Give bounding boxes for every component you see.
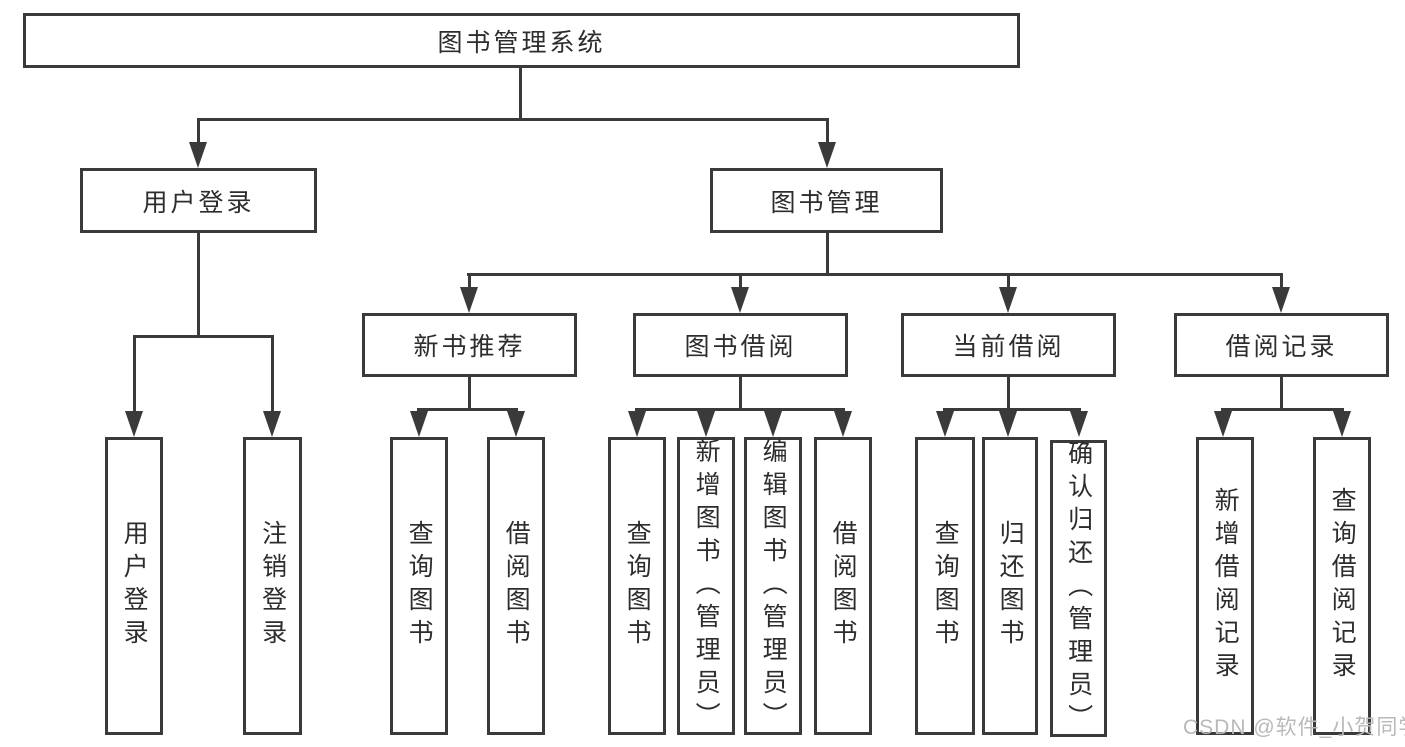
- node-book-management: 图书管理: [710, 168, 943, 233]
- connector-line: [739, 377, 742, 411]
- leaf-confirm-return-admin: 确认归还（管理员）: [1050, 440, 1107, 737]
- node-label: 借阅图书: [502, 520, 531, 652]
- arrow-down-icon: [1070, 411, 1088, 437]
- node-new-book-recommendation: 新书推荐: [362, 313, 577, 377]
- arrow-down-icon: [999, 411, 1017, 437]
- connector-line: [519, 68, 522, 118]
- csdn-watermark: CSDN @软件_小贺同学: [1183, 716, 1405, 739]
- connector-line: [133, 335, 274, 338]
- leaf-borrow-books: 借阅图书: [814, 437, 872, 735]
- leaf-logout: 注销登录: [243, 437, 302, 735]
- leaf-query-books-current: 查询图书: [915, 437, 975, 735]
- node-current-borrowing: 当前借阅: [901, 313, 1116, 377]
- arrow-down-icon: [764, 411, 782, 437]
- leaf-query-books-borrowing: 查询图书: [608, 437, 666, 735]
- arrow-down-icon: [1214, 411, 1232, 437]
- connector-line: [1007, 377, 1010, 411]
- connector-line: [826, 118, 829, 142]
- node-label: 借阅图书: [829, 520, 858, 652]
- node-label: 新书推荐: [413, 333, 526, 361]
- node-label: 图书管理系统: [437, 28, 606, 57]
- node-label: 确认归还（管理员）: [1064, 440, 1093, 737]
- connector-line: [1280, 273, 1283, 287]
- connector-line: [635, 408, 845, 411]
- leaf-add-borrow-record: 新增借阅记录: [1196, 437, 1254, 735]
- arrow-down-icon: [1272, 287, 1290, 313]
- leaf-query-books-recommend: 查询图书: [390, 437, 448, 735]
- node-label: 图书管理: [770, 188, 883, 217]
- node-label: 新增图书（管理员）: [692, 437, 721, 735]
- node-label: 用户登录: [120, 520, 149, 652]
- node-label: 查询图书: [405, 520, 434, 652]
- connector-line: [468, 377, 471, 411]
- leaf-user-login: 用户登录: [105, 437, 163, 735]
- leaf-borrow-books-recommend: 借阅图书: [487, 437, 545, 735]
- connector-line: [1280, 377, 1283, 411]
- arrow-down-icon: [1333, 411, 1351, 437]
- node-label: 图书借阅: [684, 333, 797, 361]
- leaf-add-books-admin: 新增图书（管理员）: [677, 437, 735, 735]
- arrow-down-icon: [818, 142, 836, 168]
- node-label: 查询图书: [623, 520, 652, 652]
- node-label: 归还图书: [996, 520, 1025, 652]
- connector-line: [1221, 408, 1344, 411]
- arrow-down-icon: [189, 142, 207, 168]
- connector-line: [417, 408, 518, 411]
- leaf-edit-books-admin: 编辑图书（管理员）: [744, 437, 802, 735]
- node-label: 查询图书: [931, 520, 960, 652]
- connector-line: [271, 335, 274, 411]
- connector-line: [197, 118, 829, 121]
- arrow-down-icon: [263, 411, 281, 437]
- node-library-management-system: 图书管理系统: [23, 13, 1020, 68]
- connector-line: [197, 233, 200, 335]
- node-book-borrowing: 图书借阅: [633, 313, 848, 377]
- connector-line: [1007, 273, 1010, 287]
- node-user-login: 用户登录: [80, 168, 317, 233]
- connector-line: [467, 273, 1283, 276]
- connector-line: [197, 118, 200, 142]
- node-label: 借阅记录: [1225, 333, 1338, 361]
- node-borrowing-records: 借阅记录: [1174, 313, 1389, 377]
- node-label: 新增借阅记录: [1211, 487, 1240, 685]
- arrow-down-icon: [628, 411, 646, 437]
- arrow-down-icon: [460, 287, 478, 313]
- arrow-down-icon: [999, 287, 1017, 313]
- arrow-down-icon: [834, 411, 852, 437]
- node-label: 编辑图书（管理员）: [759, 437, 788, 735]
- arrow-down-icon: [125, 411, 143, 437]
- arrow-down-icon: [507, 411, 525, 437]
- leaf-return-books: 归还图书: [982, 437, 1038, 735]
- connector-line: [826, 233, 829, 275]
- node-label: 注销登录: [258, 520, 287, 652]
- arrow-down-icon: [697, 411, 715, 437]
- node-label: 查询借阅记录: [1328, 487, 1357, 685]
- arrow-down-icon: [731, 287, 749, 313]
- node-label: 用户登录: [142, 188, 255, 217]
- node-label: 当前借阅: [952, 333, 1065, 361]
- connector-line: [133, 335, 136, 411]
- arrow-down-icon: [410, 411, 428, 437]
- connector-line: [943, 408, 1081, 411]
- connector-line: [468, 273, 471, 287]
- leaf-query-borrow-record: 查询借阅记录: [1313, 437, 1371, 735]
- connector-line: [739, 273, 742, 287]
- arrow-down-icon: [936, 411, 954, 437]
